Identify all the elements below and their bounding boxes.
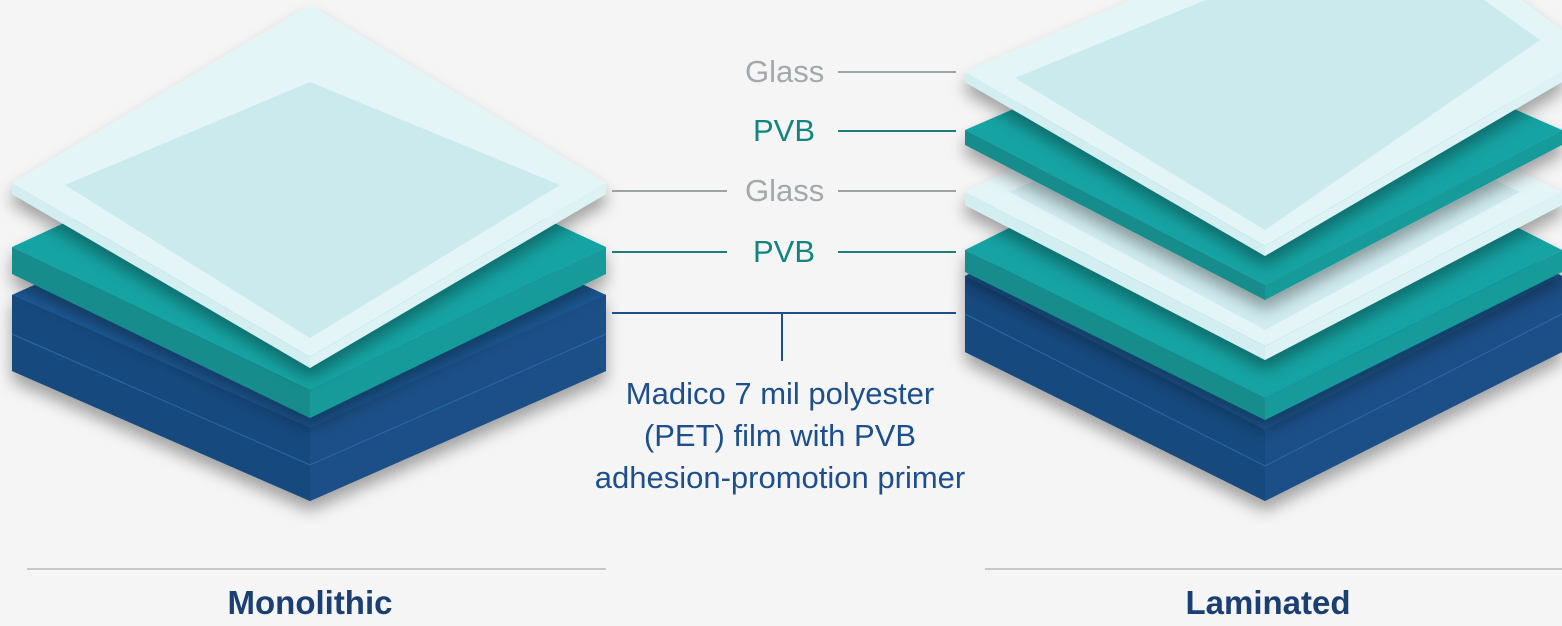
film-description-line-1: Madico 7 mil polyester (625, 376, 935, 411)
label-glass-mid: Glass (745, 173, 825, 208)
caption-monolithic: Monolithic (227, 584, 393, 621)
label-pvb-mid: PVB (753, 234, 816, 269)
laminated-glass-layer-1 (965, 0, 1562, 256)
film-description: Madico 7 mil polyester (PET) film with P… (560, 373, 1000, 499)
film-description-line-3: adhesion-promotion primer (594, 460, 966, 495)
label-glass-top: Glass (745, 54, 825, 89)
monolithic-stack (11, 5, 607, 501)
caption-laminated: Laminated (1185, 584, 1351, 621)
monolithic-glass-layer (12, 5, 606, 368)
laminated-stack (964, 0, 1562, 501)
label-pvb-top: PVB (753, 113, 816, 148)
film-description-line-2: (PET) film with PVB (643, 418, 917, 453)
